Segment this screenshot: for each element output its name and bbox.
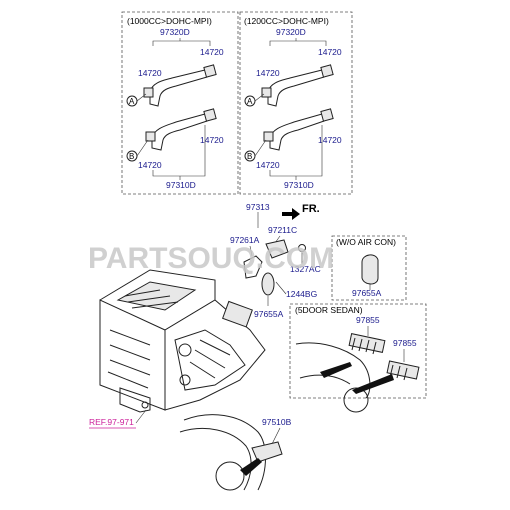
- callout-arrow-c: [240, 458, 262, 476]
- label-97510b[interactable]: 97510B: [262, 417, 292, 427]
- hose-box-1000cc: [121, 11, 239, 195]
- reference-link[interactable]: REF.97-971: [89, 417, 134, 427]
- label-14720-left-c[interactable]: 14720: [200, 135, 224, 145]
- watermark: PARTSOUQ.COM: [88, 242, 334, 275]
- vent-grille-97855-a[interactable]: [348, 333, 386, 355]
- no-aircon-box: [331, 235, 407, 301]
- clamp-right-2[interactable]: [261, 87, 272, 98]
- callout-arrow-b: [352, 374, 394, 394]
- label-97261a[interactable]: 97261A: [230, 235, 260, 245]
- label-14720-right-b[interactable]: 14720: [256, 68, 280, 78]
- grommet-no-aircon[interactable]: [361, 254, 379, 285]
- callout-arrow-a: [320, 362, 352, 378]
- label-97855-b[interactable]: 97855: [393, 338, 417, 348]
- upper-hose-right[interactable]: [267, 69, 325, 107]
- screw-1327ac[interactable]: [298, 244, 306, 252]
- clamp-left-1[interactable]: [203, 64, 217, 78]
- clamp-right-3[interactable]: [320, 108, 334, 122]
- grommet-97655a[interactable]: [261, 272, 275, 296]
- hose-box-1200cc: [239, 11, 353, 195]
- seal-97211c[interactable]: [265, 239, 289, 259]
- front-direction-label: FR.: [302, 203, 320, 215]
- label-97310d-left[interactable]: 97310D: [166, 180, 196, 190]
- upper-hose-left[interactable]: [149, 69, 208, 107]
- svg-text:B: B: [129, 152, 134, 161]
- car-body-rear: [179, 414, 266, 491]
- clamp-right-4[interactable]: [263, 131, 274, 142]
- label-97320d-right[interactable]: 97320D: [276, 27, 306, 37]
- sedan-header: (5DOOR SEDAN): [295, 305, 363, 315]
- no-aircon-header: (W/O AIR CON): [336, 237, 396, 247]
- label-14720-right-c[interactable]: 14720: [318, 135, 342, 145]
- heater-unit-assembly[interactable]: [99, 269, 266, 413]
- label-97855-a[interactable]: 97855: [356, 315, 380, 325]
- clamp-left-4[interactable]: [145, 131, 156, 142]
- leader-97320d-left: [152, 40, 211, 46]
- label-14720-left-d[interactable]: 14720: [138, 160, 162, 170]
- label-1244bg[interactable]: 1244BG: [286, 289, 317, 299]
- svg-text:B: B: [247, 152, 252, 161]
- label-14720-right-a[interactable]: 14720: [318, 47, 342, 57]
- clamp-left-3[interactable]: [203, 108, 217, 122]
- seal-97261a[interactable]: [243, 255, 263, 279]
- label-14720-left-a[interactable]: 14720: [200, 47, 224, 57]
- label-14720-left-b[interactable]: 14720: [138, 68, 162, 78]
- vent-grille-97855-b[interactable]: [386, 360, 420, 381]
- hose-box-1200cc-header: (1200CC>DOHC-MPI): [244, 16, 329, 26]
- label-14720-right-d[interactable]: 14720: [256, 160, 280, 170]
- label-97310d-right[interactable]: 97310D: [284, 180, 314, 190]
- leader-97310d-left: [152, 125, 206, 177]
- label-97320d-left[interactable]: 97320D: [160, 27, 190, 37]
- lower-hose-right[interactable]: [269, 113, 325, 151]
- hose-box-1000cc-header: (1000CC>DOHC-MPI): [127, 16, 212, 26]
- label-97655a-main[interactable]: 97655A: [254, 309, 284, 319]
- label-97313[interactable]: 97313: [246, 202, 270, 212]
- clamp-right-1[interactable]: [320, 64, 334, 78]
- sedan-box: [289, 303, 427, 399]
- label-1327ac[interactable]: 1327AC: [290, 264, 321, 274]
- svg-text:A: A: [129, 97, 135, 106]
- grille-97510b[interactable]: [251, 441, 283, 463]
- front-arrow-icon: [282, 208, 300, 220]
- label-97655a-no-aircon[interactable]: 97655A: [352, 288, 382, 298]
- label-97211c[interactable]: 97211C: [268, 225, 297, 235]
- svg-text:A: A: [247, 97, 253, 106]
- clamp-left-2[interactable]: [143, 87, 154, 98]
- lower-hose-left[interactable]: [151, 113, 208, 151]
